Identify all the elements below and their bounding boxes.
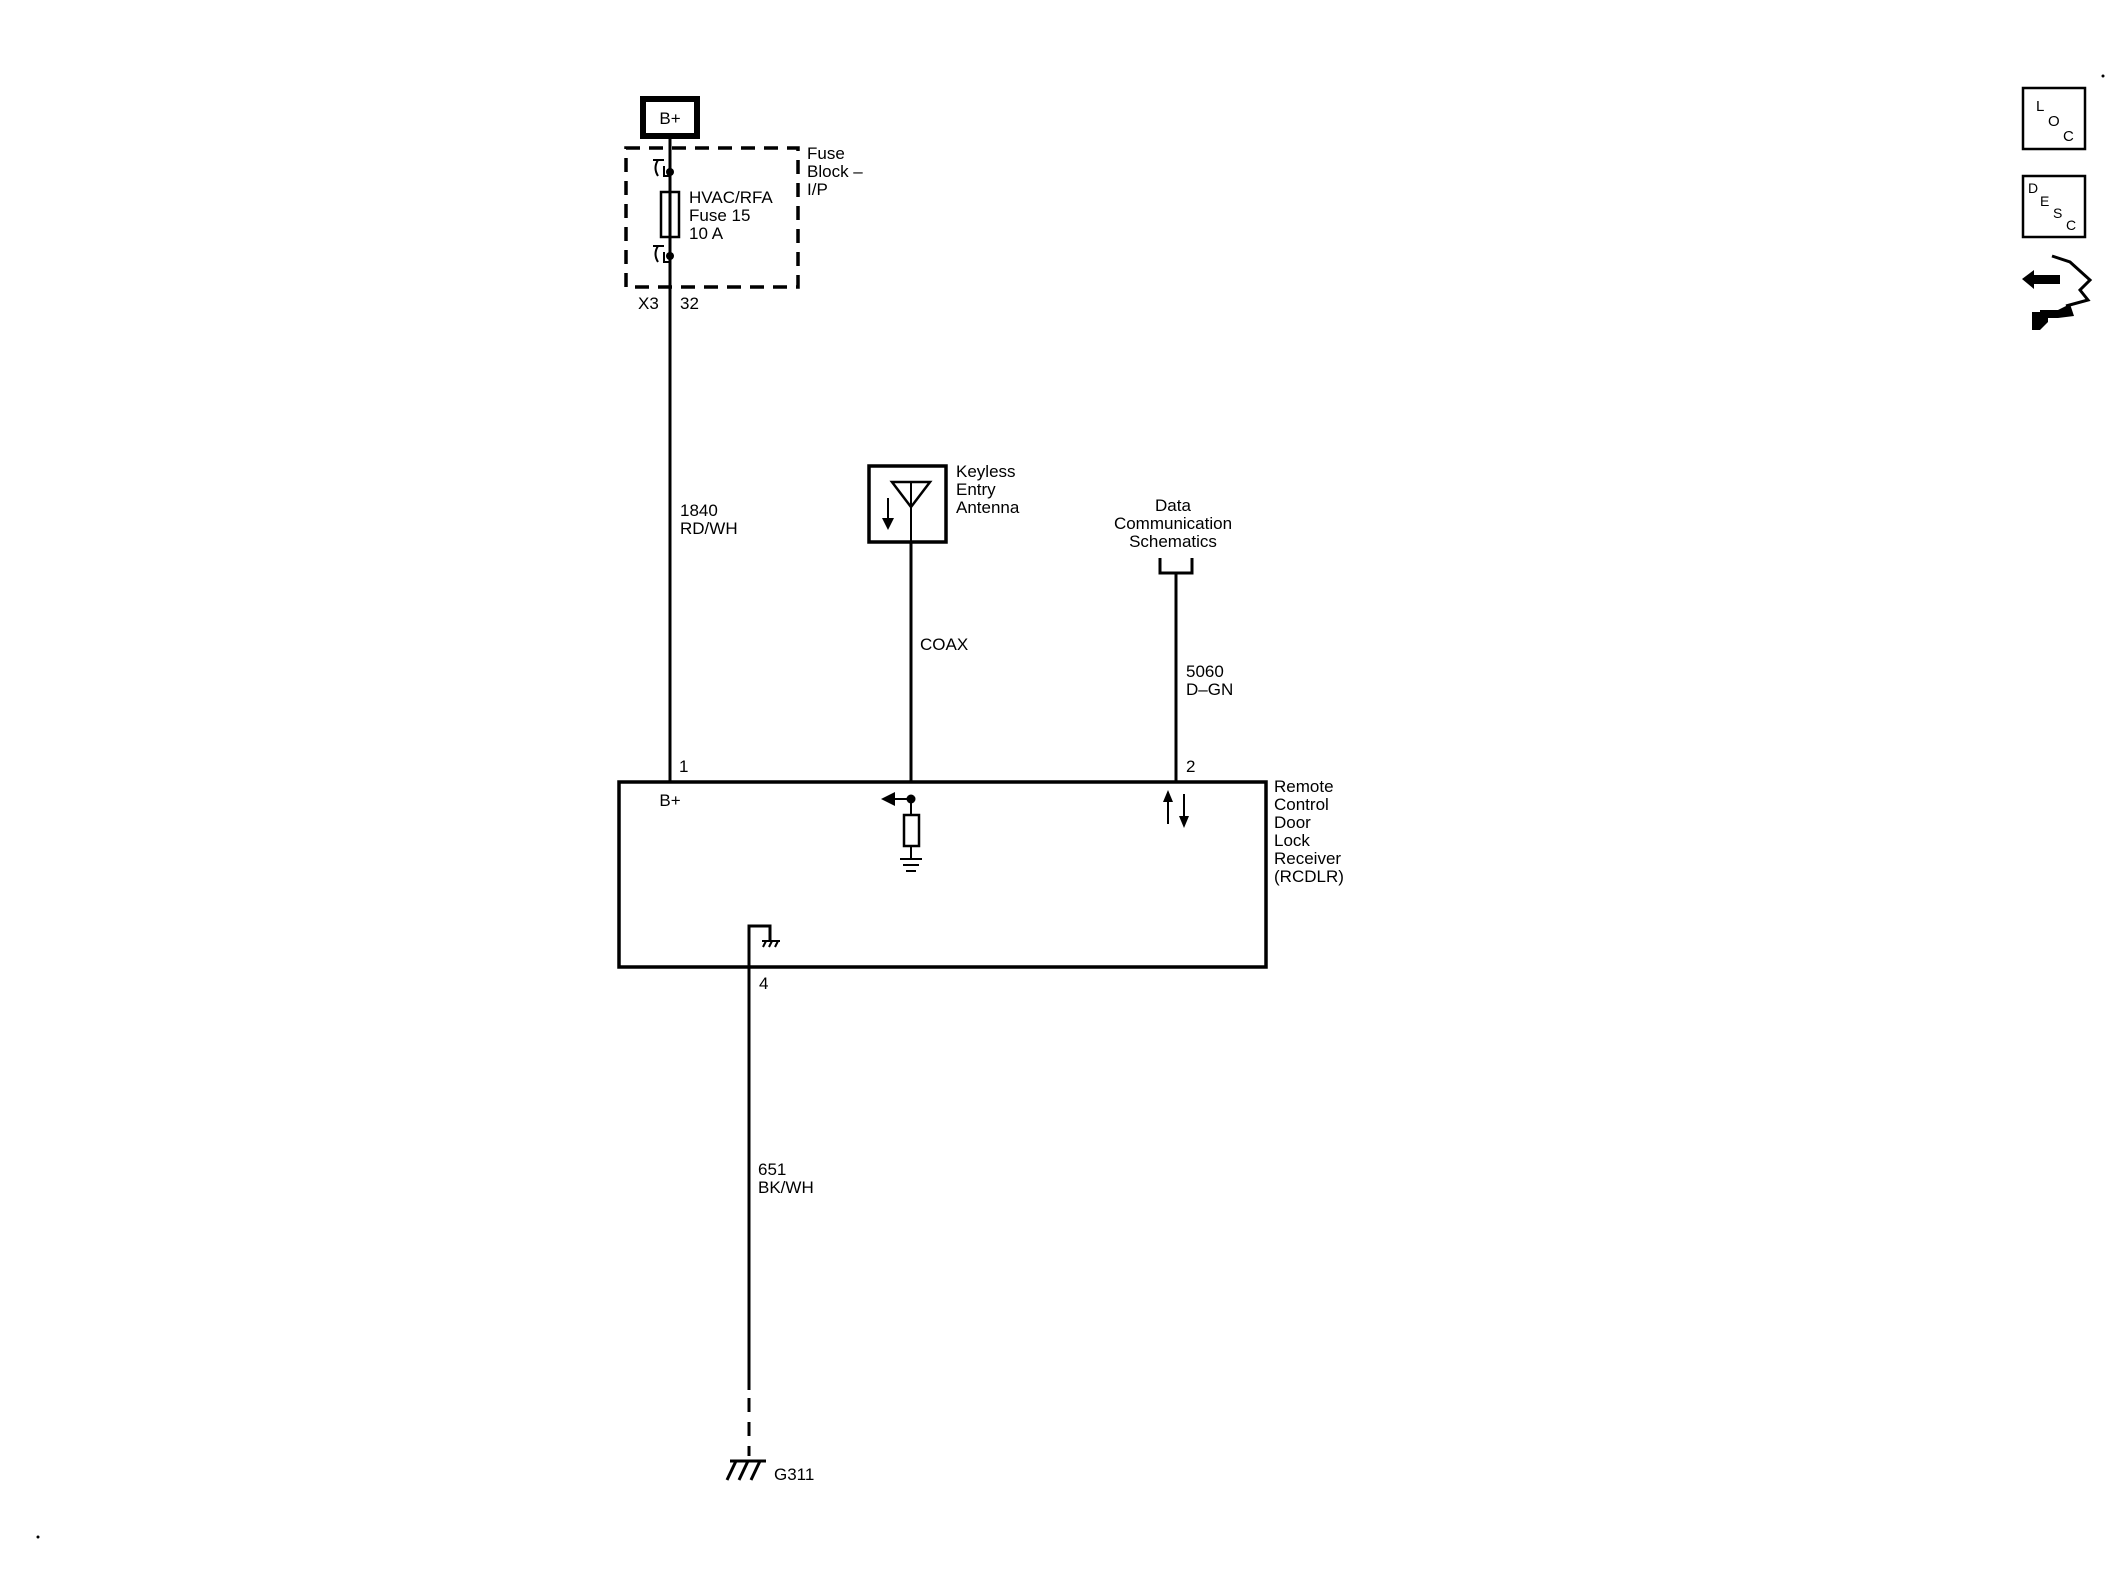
data-communication-reference: Data Communication Schematics — [1114, 496, 1232, 575]
antenna-name-line-1: Keyless — [956, 462, 1016, 481]
signal-in-arrow-icon — [882, 518, 894, 530]
module-power-label: B+ — [659, 791, 680, 810]
ground-g311-icon — [725, 1459, 766, 1481]
fuse-block-ip: HVAC/RFA Fuse 15 10 A Fuse Block – I/P X… — [624, 144, 863, 313]
wire-651: 651 BK/WH — [747, 967, 814, 1456]
ground-g311: G311 — [725, 1459, 814, 1484]
loc-letter-l: L — [2036, 98, 2044, 115]
data-comm-line-3: Schematics — [1129, 532, 1217, 551]
battery-power-source: B+ — [640, 96, 700, 139]
fuse-block-name-line-2: Block – — [807, 162, 863, 181]
chassis-ground-icon — [747, 924, 780, 967]
serial-data-arrows-icon — [1163, 790, 1189, 828]
fuse-block-name-line-3: I/P — [807, 180, 828, 199]
antenna-name-line-3: Antenna — [956, 498, 1020, 517]
module-pin-2: 2 — [1186, 757, 1195, 776]
wire-1840: 1840 RD/WH — [668, 136, 738, 782]
fuse-bottom-terminal — [653, 245, 670, 263]
antenna-name-line-2: Entry — [956, 480, 996, 499]
data-comm-line-1: Data — [1155, 496, 1191, 515]
loc-letter-c: C — [2063, 128, 2074, 145]
rcdlr-module: 1 2 4 B+ — [617, 757, 1344, 993]
desc-letter-e: E — [2040, 193, 2049, 209]
wire-5060-circuit: 5060 — [1186, 662, 1224, 681]
wire-651-circuit: 651 — [758, 1160, 786, 1179]
fuse-pin-label: 32 — [680, 294, 699, 313]
keyless-entry-antenna: Keyless Entry Antenna — [867, 462, 1020, 544]
wire-5060-color: D–GN — [1186, 680, 1233, 699]
power-source-label: B+ — [659, 109, 680, 128]
wire-1840-circuit: 1840 — [680, 501, 718, 520]
fuse-block-name-line-1: Fuse — [807, 144, 845, 163]
loc-button[interactable]: L O C — [2021, 86, 2087, 151]
module-name-line-4: Lock — [1274, 831, 1310, 850]
wire-coax-label: COAX — [920, 635, 968, 654]
module-pin-4: 4 — [759, 974, 768, 993]
module-name-line-5: Receiver — [1274, 849, 1341, 868]
fuse-top-terminal — [653, 159, 670, 177]
load-resistor-icon — [902, 813, 921, 848]
desc-letter-c: C — [2066, 217, 2076, 233]
fuse-connector-label: X3 — [638, 294, 659, 313]
antenna-input-circuit — [881, 792, 922, 872]
data-comm-line-2: Communication — [1114, 514, 1232, 533]
input-arrow-icon — [881, 792, 895, 806]
desc-button[interactable]: D E S C — [2021, 174, 2087, 239]
ground-label: G311 — [774, 1465, 814, 1484]
module-pin-1: 1 — [679, 757, 688, 776]
connector-tool-icon[interactable] — [2022, 254, 2093, 330]
wire-5060: 5060 D–GN — [1174, 573, 1233, 782]
stray-dot — [36, 1535, 40, 1539]
fuse-label-line-2: Fuse 15 — [689, 206, 750, 225]
module-name-line-1: Remote — [1274, 777, 1334, 796]
data-comm-connector-icon — [1158, 558, 1194, 575]
desc-letter-s: S — [2053, 205, 2062, 221]
wire-1840-color: RD/WH — [680, 519, 738, 538]
desc-letter-d: D — [2028, 180, 2038, 196]
fuse-label-line-3: 10 A — [689, 224, 724, 243]
loc-letter-o: O — [2048, 113, 2060, 130]
module-name-line-3: Door — [1274, 813, 1311, 832]
module-name-line-2: Control — [1274, 795, 1329, 814]
wire-651-color: BK/WH — [758, 1178, 814, 1197]
module-name-line-6: (RCDLR) — [1274, 867, 1344, 886]
fuse-label-line-1: HVAC/RFA — [689, 188, 773, 207]
wire-coax: COAX — [909, 542, 968, 782]
ground-symbol-icon — [900, 858, 922, 872]
stray-dot — [2101, 74, 2105, 78]
